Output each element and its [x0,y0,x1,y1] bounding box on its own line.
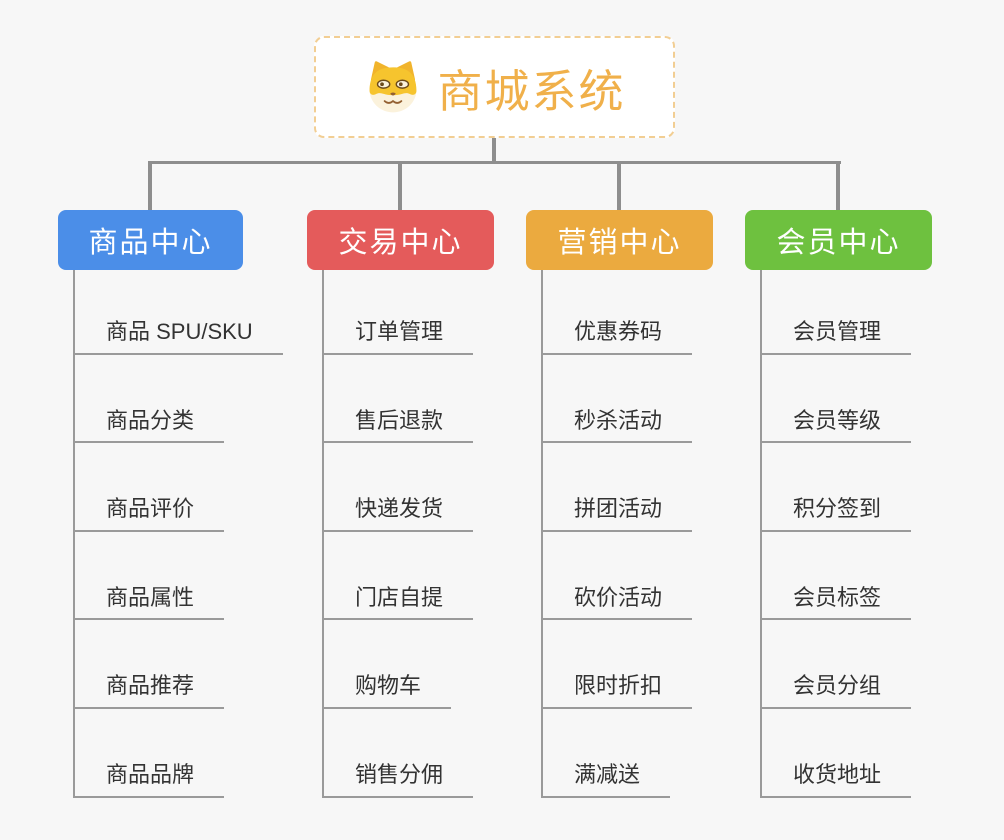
connector-stub-product [148,163,152,210]
leaf-item[interactable]: 售后退款 [324,407,474,444]
connector-stub-trade [398,163,402,210]
branch-box-marketing[interactable]: 营销中心 [526,210,713,270]
leaf-item[interactable]: 销售分佣 [324,761,474,798]
connector-stub-marketing [617,163,621,210]
leaf-item[interactable]: 快递发货 [324,495,474,532]
connector-bus [148,161,841,164]
branch-children-marketing: 优惠券码 秒杀活动 拼团活动 砍价活动 限时折扣 满减送 [541,270,693,798]
leaf-item[interactable]: 门店自提 [324,584,474,621]
leaf-item[interactable]: 商品 SPU/SKU [75,318,283,355]
leaf-item[interactable]: 商品品牌 [75,761,225,798]
leaf-item[interactable]: 会员等级 [762,407,912,444]
root-node[interactable]: 商城系统 [314,36,675,138]
dog-icon [370,61,417,113]
leaf-item[interactable]: 拼团活动 [543,495,693,532]
leaf-item[interactable]: 砍价活动 [543,584,693,621]
branch-box-member[interactable]: 会员中心 [745,210,932,270]
leaf-item[interactable]: 订单管理 [324,318,474,355]
leaf-item[interactable]: 商品属性 [75,584,225,621]
leaf-item[interactable]: 收货地址 [762,761,912,798]
connector-root-stub [492,138,496,162]
branch-box-product[interactable]: 商品中心 [58,210,243,270]
root-title: 商城系统 [437,65,626,117]
connector-stub-member [836,163,840,210]
leaf-item[interactable]: 商品评价 [75,495,225,532]
leaf-item[interactable]: 限时折扣 [543,672,693,709]
leaf-item[interactable]: 购物车 [324,672,452,709]
branch-children-product: 商品 SPU/SKU 商品分类 商品评价 商品属性 商品推荐 商品品牌 [73,270,283,798]
leaf-item[interactable]: 优惠券码 [543,318,693,355]
leaf-item[interactable]: 商品分类 [75,407,225,444]
leaf-item[interactable]: 商品推荐 [75,672,225,709]
leaf-item[interactable]: 会员分组 [762,672,912,709]
leaf-item[interactable]: 满减送 [543,761,671,798]
branch-box-trade[interactable]: 交易中心 [307,210,494,270]
leaf-item[interactable]: 秒杀活动 [543,407,693,444]
leaf-item[interactable]: 会员标签 [762,584,912,621]
branch-children-trade: 订单管理 售后退款 快递发货 门店自提 购物车 销售分佣 [322,270,474,798]
branch-children-member: 会员管理 会员等级 积分签到 会员标签 会员分组 收货地址 [760,270,912,798]
leaf-item[interactable]: 会员管理 [762,318,912,355]
leaf-item[interactable]: 积分签到 [762,495,912,532]
